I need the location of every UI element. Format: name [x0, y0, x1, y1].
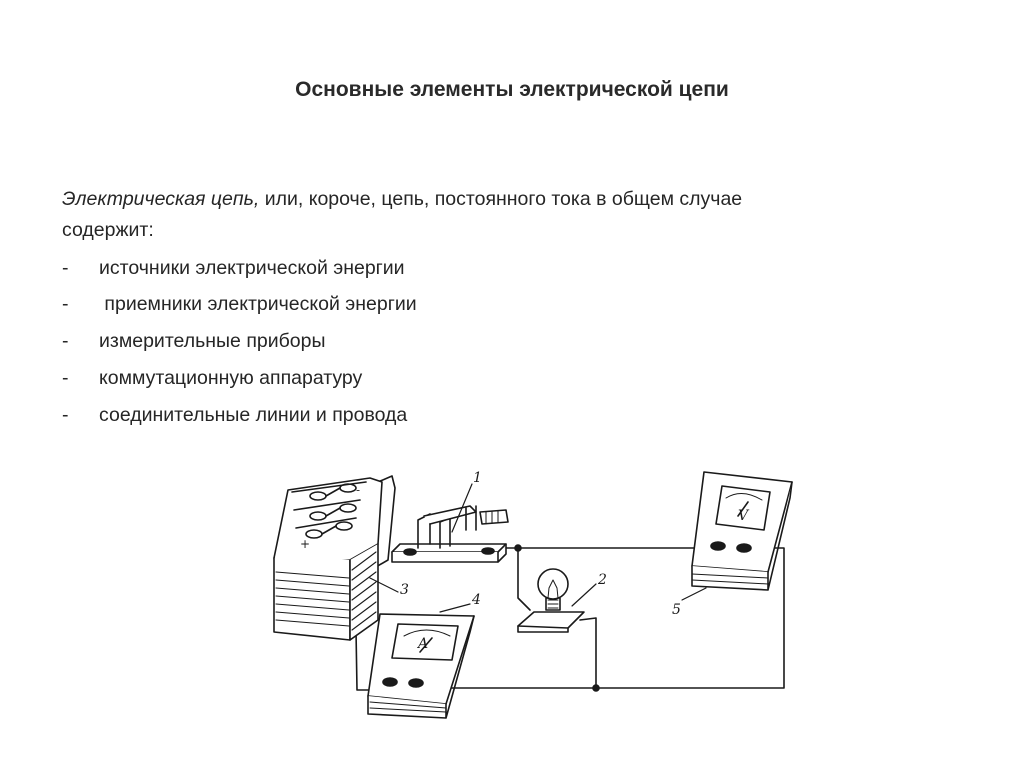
- intro-text-line1: или, короче, цепь, постоянного тока в об…: [259, 188, 743, 210]
- circuit-diagram: + -: [273, 470, 793, 719]
- ammeter-symbol: A: [416, 636, 428, 652]
- list-item-text: измерительные приборы: [99, 330, 326, 352]
- lamp: [517, 568, 585, 633]
- list-item-text: источники электрической энергии: [99, 257, 405, 279]
- knife-switch: [391, 505, 509, 563]
- slide-title: Основные элементы электрической цепи: [295, 78, 729, 101]
- label-ammeter: 4: [471, 592, 481, 608]
- label-battery: 3: [400, 582, 409, 598]
- callouts: [369, 483, 707, 613]
- list-item: - коммутационную аппаратуру: [62, 363, 362, 394]
- battery-terminals: [305, 483, 357, 539]
- battery-plus-mark: +: [300, 537, 310, 551]
- intro-term: Электрическая цепь,: [62, 188, 260, 210]
- battery-minus-mark: -: [356, 483, 360, 497]
- list-bullet: -: [62, 404, 69, 426]
- list-item: - приемники электрической энергии: [62, 289, 417, 320]
- list-item-text: соединительные линии и провода: [99, 404, 408, 426]
- list-bullet: -: [62, 367, 69, 389]
- list-item: - источники электрической энергии: [62, 253, 405, 284]
- list-item-text: коммутационную аппаратуру: [99, 367, 363, 389]
- label-voltmeter: 5: [672, 602, 681, 618]
- list-item: - измерительные приборы: [62, 326, 326, 357]
- list-item-text: приемники электрической энергии: [99, 293, 417, 315]
- label-switch: 1: [473, 470, 482, 486]
- list-item: - соединительные линии и провода: [62, 400, 407, 431]
- label-lamp: 2: [597, 572, 607, 588]
- intro-paragraph: Электрическая цепь, или, короче, цепь, п…: [62, 184, 922, 246]
- intro-text-line2: содержит:: [62, 219, 154, 241]
- voltmeter-symbol: V: [738, 508, 750, 524]
- battery: + -: [273, 477, 383, 641]
- list-bullet: -: [62, 257, 69, 279]
- list-bullet: -: [62, 330, 69, 352]
- ammeter: A: [367, 613, 475, 719]
- voltmeter: V: [691, 471, 793, 591]
- list-bullet: -: [62, 293, 69, 315]
